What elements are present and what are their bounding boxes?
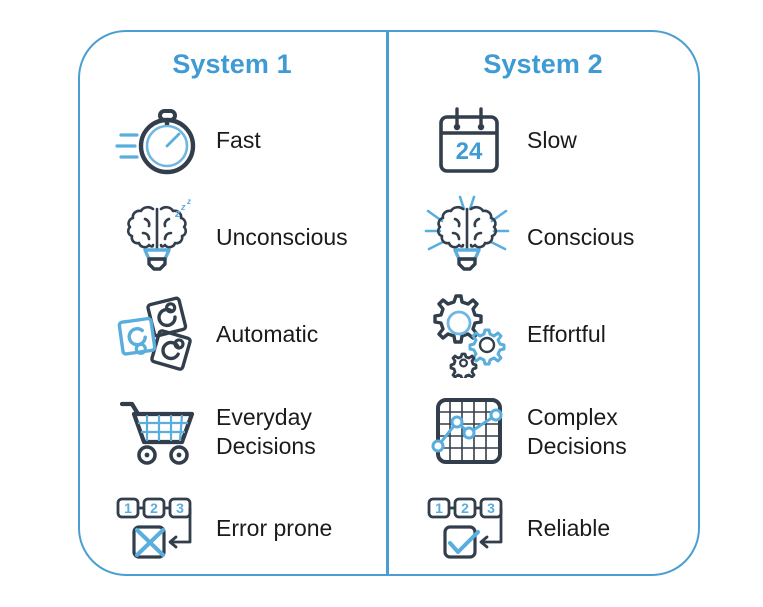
stopwatch-icon [110, 97, 206, 185]
row-conscious: Conscious [389, 189, 697, 286]
column-system-2: System 2 24 [389, 30, 697, 576]
steps-check-icon: 1 2 3 [421, 485, 517, 573]
svg-text:3: 3 [176, 500, 184, 516]
column-system-1: System 1 [78, 30, 386, 576]
column-divider [386, 31, 389, 576]
row-error-prone: 1 2 3 Error prone [78, 480, 386, 577]
row-label-everyday-decisions: Everyday Decisions [216, 404, 316, 459]
calendar-icon: 24 [421, 97, 517, 185]
brain-bulb-radiating-icon [421, 194, 517, 282]
svg-text:z: z [174, 208, 181, 220]
row-fast: Fast [78, 92, 386, 189]
row-label-slow: Slow [527, 127, 577, 154]
column-title-system-1: System 1 [172, 49, 292, 79]
rotating-cards-icon [110, 291, 206, 379]
row-label-fast: Fast [216, 127, 261, 154]
line-chart-grid-icon [421, 388, 517, 476]
calendar-day-number: 24 [456, 138, 483, 165]
svg-text:z: z [186, 197, 191, 206]
svg-text:2: 2 [150, 500, 158, 516]
gears-icon [421, 291, 517, 379]
row-everyday-decisions: Everyday Decisions [78, 383, 386, 480]
row-slow: 24 Slow [389, 92, 697, 189]
svg-text:1: 1 [435, 500, 443, 516]
row-label-error-prone: Error prone [216, 515, 333, 542]
row-label-effortful: Effortful [527, 321, 606, 348]
rows-system-2: 24 Slow [389, 92, 697, 577]
row-label-reliable: Reliable [527, 515, 611, 542]
row-label-complex-decisions: Complex Decisions [527, 404, 627, 459]
column-title-system-2: System 2 [483, 49, 603, 79]
row-automatic: Automatic [78, 286, 386, 383]
row-complex-decisions: Complex Decisions [389, 383, 697, 480]
rows-system-1: Fast [78, 92, 386, 577]
row-effortful: Effortful [389, 286, 697, 383]
svg-text:3: 3 [487, 500, 495, 516]
row-label-automatic: Automatic [216, 321, 319, 348]
row-label-unconscious: Unconscious [216, 224, 348, 251]
row-unconscious: z z z Unconscious [78, 189, 386, 286]
steps-error-icon: 1 2 3 [110, 485, 206, 573]
shopping-cart-icon [110, 388, 206, 476]
svg-text:z: z [180, 202, 186, 212]
row-label-conscious: Conscious [527, 224, 635, 251]
row-reliable: 1 2 3 Reliable [389, 480, 697, 577]
two-system-comparison-panel [78, 30, 700, 576]
brain-bulb-sleeping-icon: z z z [110, 194, 206, 282]
svg-text:2: 2 [461, 500, 469, 516]
svg-text:1: 1 [124, 500, 132, 516]
